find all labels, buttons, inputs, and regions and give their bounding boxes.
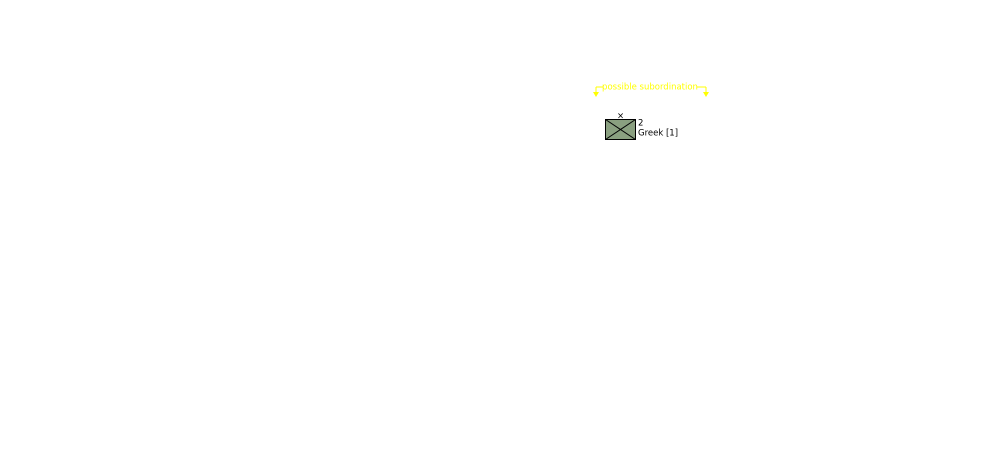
unit-cross-diagonal-2	[605, 119, 636, 140]
bracket-arrow-right-icon	[703, 92, 709, 97]
unit-designation: 2	[638, 119, 643, 129]
echelon-symbol: ×	[617, 112, 624, 122]
possible-subordination-label: possible subordination	[602, 83, 698, 93]
infantry-unit-icon	[605, 119, 636, 140]
bracket-arrow-left-icon	[593, 92, 599, 97]
possible-subordination-bracket: possible subordination	[593, 83, 709, 97]
unit-node[interactable]: × 2 Greek [1]	[605, 112, 679, 140]
unit-label: Greek [1]	[638, 129, 678, 139]
